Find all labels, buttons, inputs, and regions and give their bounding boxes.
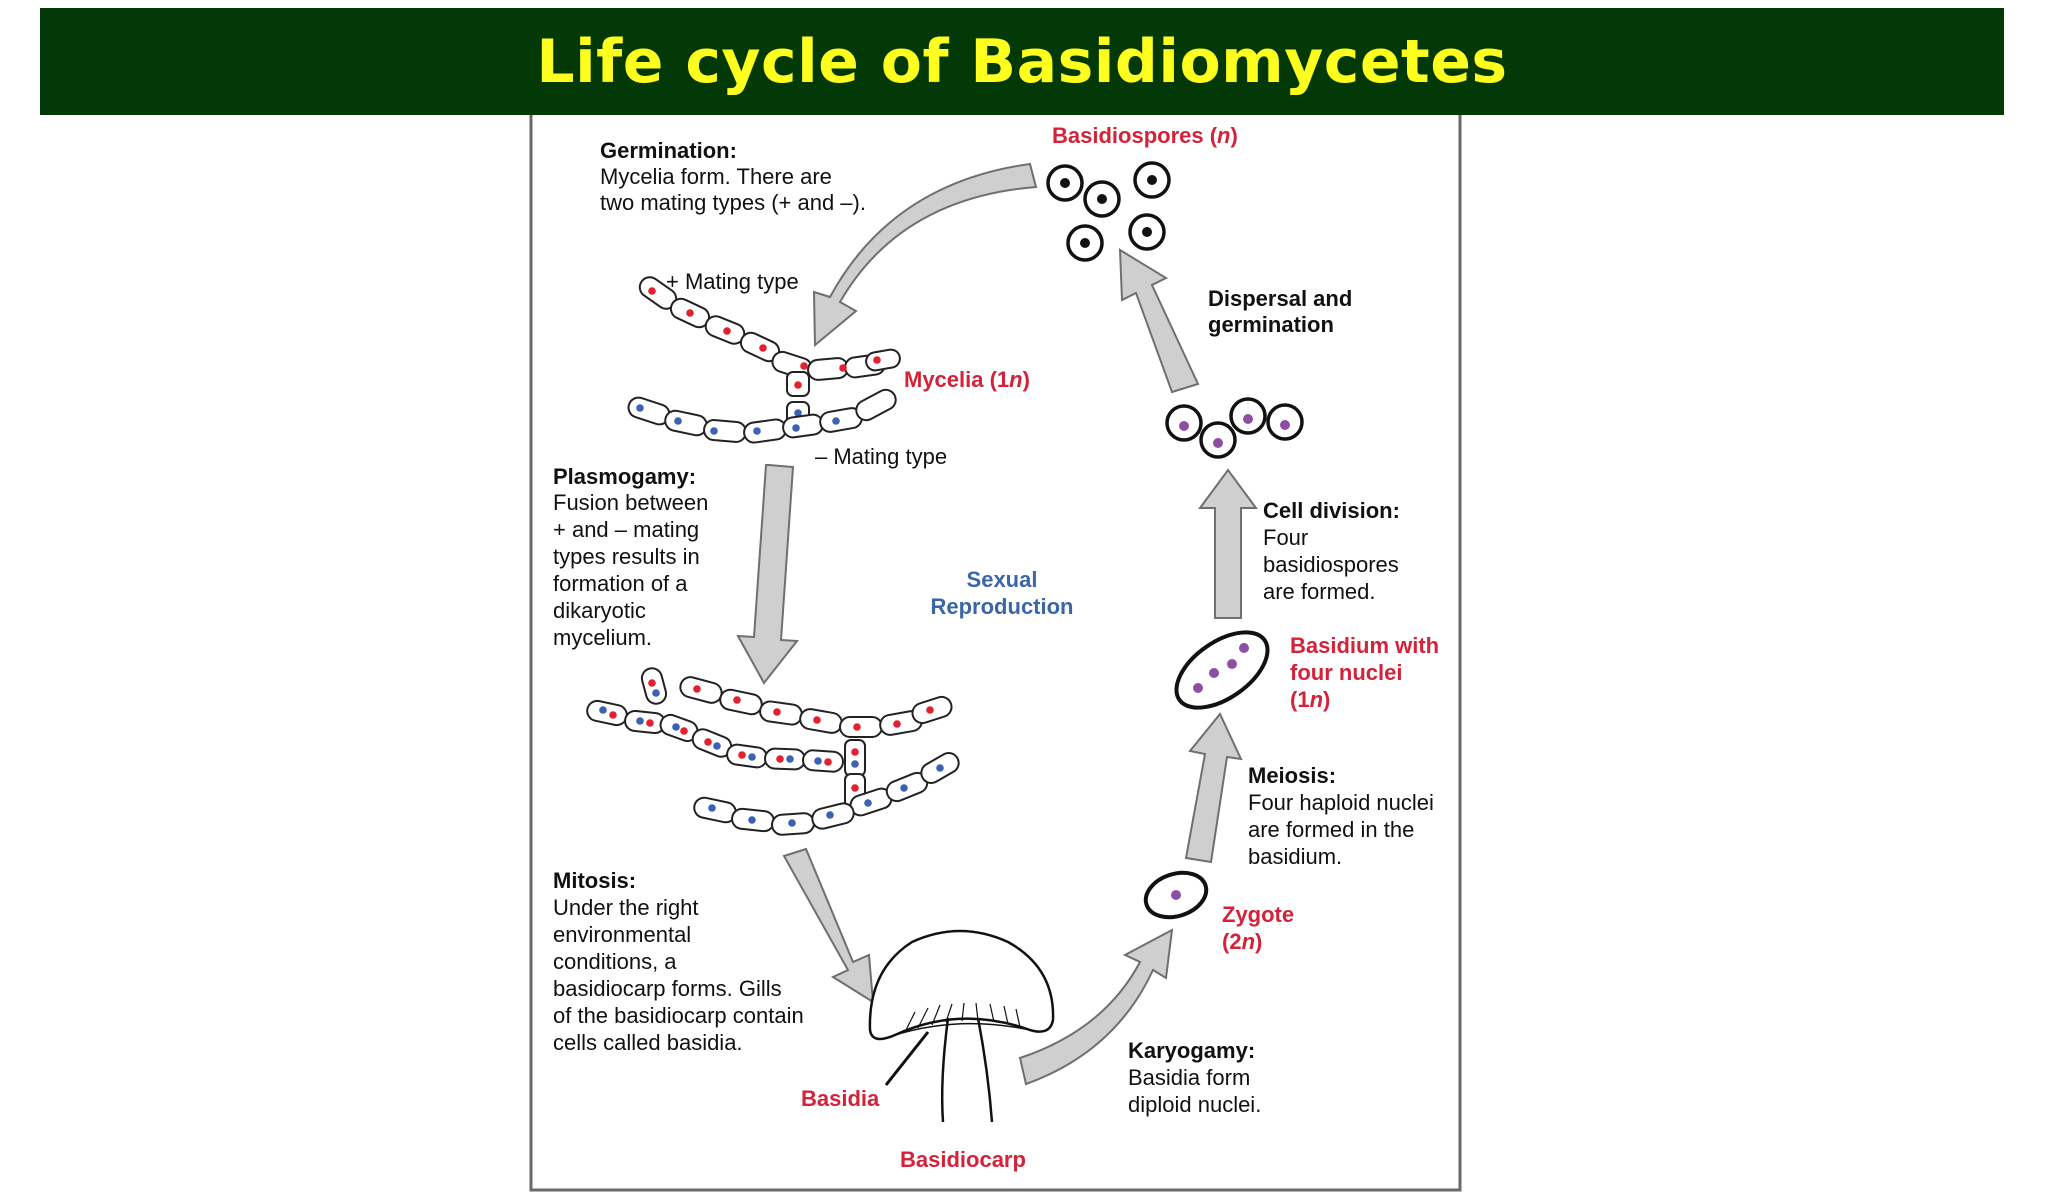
arrow-plasmogamy (736, 464, 799, 685)
svg-text:two mating types (+ and –).: two mating types (+ and –). (600, 190, 866, 215)
diagram-frame (529, 115, 1462, 1192)
label-plasmogamy: Plasmogamy: Fusion between + and – matin… (553, 464, 708, 650)
svg-text:+ and – mating: + and – mating (553, 517, 699, 542)
label-minus-mating-type: – Mating type (815, 444, 947, 469)
label-germination: Germination: Mycelia form. There are two… (600, 138, 866, 215)
label-dispersal: Dispersal and germination (1208, 286, 1352, 337)
svg-text:Dispersal and: Dispersal and (1208, 286, 1352, 311)
svg-text:basidiospores: basidiospores (1263, 552, 1399, 577)
basidiocarp-mushroom (868, 929, 1055, 1123)
svg-text:(2n): (2n) (1222, 929, 1262, 954)
svg-text:dikaryotic: dikaryotic (553, 598, 646, 623)
svg-text:Four haploid nuclei: Four haploid nuclei (1248, 790, 1434, 815)
zygote-cell (1143, 870, 1209, 920)
label-cell-division: Cell division: Four basidiospores are fo… (1263, 498, 1400, 604)
svg-text:diploid nuclei.: diploid nuclei. (1128, 1092, 1261, 1117)
label-plus-mating-type: + Mating type (666, 269, 799, 294)
svg-text:formation of a: formation of a (553, 571, 688, 596)
svg-text:Reproduction: Reproduction (931, 594, 1074, 619)
svg-text:Meiosis:: Meiosis: (1248, 763, 1336, 788)
svg-text:Basidia form: Basidia form (1128, 1065, 1250, 1090)
svg-text:types results in: types results in (553, 544, 700, 569)
svg-text:environmental: environmental (553, 922, 691, 947)
svg-text:are formed in the: are formed in the (1248, 817, 1414, 842)
svg-text:(1n): (1n) (1290, 687, 1330, 712)
label-zygote: Zygote (2n) (1222, 902, 1294, 954)
label-karyogamy: Karyogamy: Basidia form diploid nuclei. (1128, 1038, 1261, 1117)
label-mitosis: Mitosis: Under the right environmental c… (553, 868, 804, 1055)
arrow-meiosis (1184, 712, 1243, 864)
svg-text:cells called basidia.: cells called basidia. (553, 1030, 743, 1055)
arrow-cell-division (1198, 468, 1258, 619)
svg-text:Zygote: Zygote (1222, 902, 1294, 927)
label-sexual-reproduction: Sexual Reproduction (931, 567, 1074, 619)
svg-text:Sexual: Sexual (967, 567, 1038, 592)
label-meiosis: Meiosis: Four haploid nuclei are formed … (1248, 763, 1434, 869)
mycelia-mating-types (627, 276, 901, 444)
svg-text:Four: Four (1263, 525, 1308, 550)
label-basidiocarp: Basidiocarp (900, 1147, 1026, 1172)
four-basidiospores (1165, 397, 1304, 459)
svg-text:Basidium with: Basidium with (1290, 633, 1439, 658)
svg-text:Karyogamy:: Karyogamy: (1128, 1038, 1255, 1063)
svg-text:Mitosis:: Mitosis: (553, 868, 636, 893)
svg-text:mycelium.: mycelium. (553, 625, 652, 650)
svg-text:basidiocarp forms. Gills: basidiocarp forms. Gills (553, 976, 782, 1001)
label-basidium-four-nuclei: Basidium with four nuclei (1n) (1290, 633, 1439, 712)
svg-text:of the basidiocarp contain: of the basidiocarp contain (553, 1003, 804, 1028)
svg-text:Plasmogamy:: Plasmogamy: (553, 464, 696, 489)
basidiospores-cluster (1046, 161, 1171, 262)
label-basidia: Basidia (801, 1086, 880, 1111)
svg-text:Mycelia form. There are: Mycelia form. There are (600, 164, 832, 189)
svg-text:are formed.: are formed. (1263, 579, 1376, 604)
arrow-mitosis (782, 847, 875, 1004)
basidium-four-nuclei (1174, 630, 1270, 710)
arrow-karyogamy (1018, 928, 1174, 1086)
svg-text:Germination:: Germination: (600, 138, 737, 163)
arrow-dispersal (1118, 248, 1200, 394)
svg-text:germination: germination (1208, 312, 1334, 337)
label-basidiospores: Basidiospores (n) (1052, 123, 1238, 148)
page-title: Life cycle of Basidiomycetes (536, 26, 1508, 97)
svg-text:four nuclei: four nuclei (1290, 660, 1402, 685)
svg-text:Under the right: Under the right (553, 895, 699, 920)
svg-text:Fusion between: Fusion between (553, 490, 708, 515)
label-mycelia: Mycelia (1n) (904, 367, 1030, 392)
title-banner: Life cycle of Basidiomycetes (40, 8, 2004, 115)
arrow-germination (812, 162, 1038, 348)
svg-text:Cell division:: Cell division: (1263, 498, 1400, 523)
svg-text:conditions, a: conditions, a (553, 949, 677, 974)
svg-text:basidium.: basidium. (1248, 844, 1342, 869)
dikaryotic-mycelium (586, 667, 960, 836)
